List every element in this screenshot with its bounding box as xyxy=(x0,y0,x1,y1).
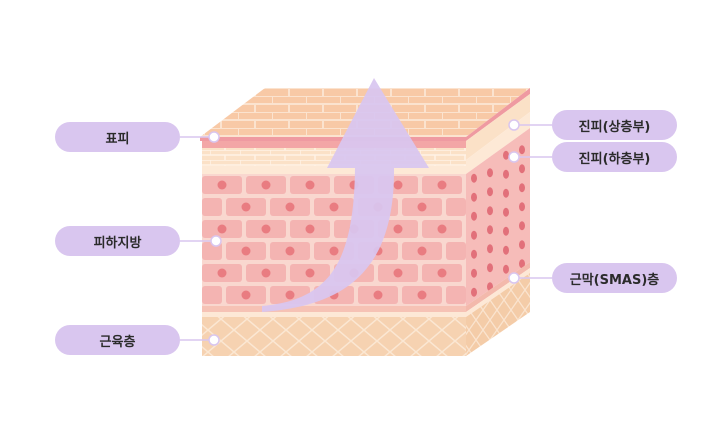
side-fat-nucleus xyxy=(471,211,477,221)
fat-cell-nucleus xyxy=(241,290,251,300)
fat-cell-nucleus xyxy=(217,180,227,190)
front-face xyxy=(202,141,466,356)
fat-cell xyxy=(446,242,466,260)
fat-cell-nucleus xyxy=(437,180,447,190)
side-fat-nucleus xyxy=(471,268,477,278)
side-fat-nucleus xyxy=(519,202,525,212)
fat-cell-nucleus xyxy=(285,246,295,256)
label-dermis-upper: 진피(상층부) xyxy=(552,110,677,140)
side-fat-nucleus xyxy=(487,187,493,197)
fat-cell-nucleus xyxy=(417,290,427,300)
fat-cell-nucleus xyxy=(305,268,315,278)
side-fat-nucleus xyxy=(471,230,477,240)
side-fat-nucleus xyxy=(519,240,525,250)
fat-cell-nucleus xyxy=(305,224,315,234)
fat-cell-nucleus xyxy=(261,268,271,278)
side-fat-nucleus xyxy=(519,145,525,155)
side-fat-nucleus xyxy=(487,168,493,178)
fat-cell xyxy=(446,286,466,304)
fat-cell-nucleus xyxy=(261,180,271,190)
fat-cell-nucleus xyxy=(217,224,227,234)
side-fat-nucleus xyxy=(503,226,509,236)
fat-cell-nucleus xyxy=(329,246,339,256)
side-fat-nucleus xyxy=(519,221,525,231)
fat-cell-nucleus xyxy=(437,224,447,234)
fat-cell-nucleus xyxy=(393,180,403,190)
side-fat-nucleus xyxy=(503,150,509,160)
fat-cell-nucleus xyxy=(329,202,339,212)
side-fat-nucleus xyxy=(503,245,509,255)
fat-cell-nucleus xyxy=(393,224,403,234)
label-epidermis: 표피 xyxy=(55,122,180,152)
side-fat-nucleus xyxy=(503,264,509,274)
fat-cell-nucleus xyxy=(217,268,227,278)
fat-cell-nucleus xyxy=(285,290,295,300)
connectors xyxy=(180,119,552,346)
fat-cell-nucleus xyxy=(417,246,427,256)
side-fat-nucleus xyxy=(471,173,477,183)
fat-cell-nucleus xyxy=(393,268,403,278)
fat-cell-nucleus xyxy=(241,246,251,256)
fat-cell-nucleus xyxy=(285,202,295,212)
side-fat-nucleus xyxy=(503,207,509,217)
label-smas-layer: 근막(SMAS)층 xyxy=(552,263,677,293)
side-fat-nucleus xyxy=(519,259,525,269)
fat-cell-nucleus xyxy=(417,202,427,212)
side-face xyxy=(466,88,530,356)
side-fat-nucleus xyxy=(471,249,477,259)
fat-cell xyxy=(446,198,466,216)
fat-cell-nucleus xyxy=(373,290,383,300)
side-fat-nucleus xyxy=(487,263,493,273)
side-fat-nucleus xyxy=(471,192,477,202)
side-fat-nucleus xyxy=(487,206,493,216)
side-fat-nucleus xyxy=(471,287,477,297)
upward-arrow xyxy=(262,78,429,312)
label-subcutaneous-fat: 피하지방 xyxy=(55,226,180,256)
side-fat-nucleus xyxy=(519,183,525,193)
side-fat-nucleus xyxy=(503,169,509,179)
fat-cell-nucleus xyxy=(305,180,315,190)
fat-cell-nucleus xyxy=(437,268,447,278)
fat-cell-nucleus xyxy=(261,224,271,234)
side-fat-nucleus xyxy=(503,188,509,198)
label-dermis-lower: 진피(하층부) xyxy=(552,142,677,172)
fat-cell xyxy=(202,198,222,216)
side-fat-nucleus xyxy=(487,225,493,235)
side-fat-nuclei xyxy=(471,145,525,297)
fat-cell xyxy=(202,286,222,304)
side-fat-nucleus xyxy=(487,244,493,254)
label-muscle-layer: 근육층 xyxy=(55,325,180,355)
side-fat-nucleus xyxy=(519,164,525,174)
fat-cell-nucleus xyxy=(241,202,251,212)
